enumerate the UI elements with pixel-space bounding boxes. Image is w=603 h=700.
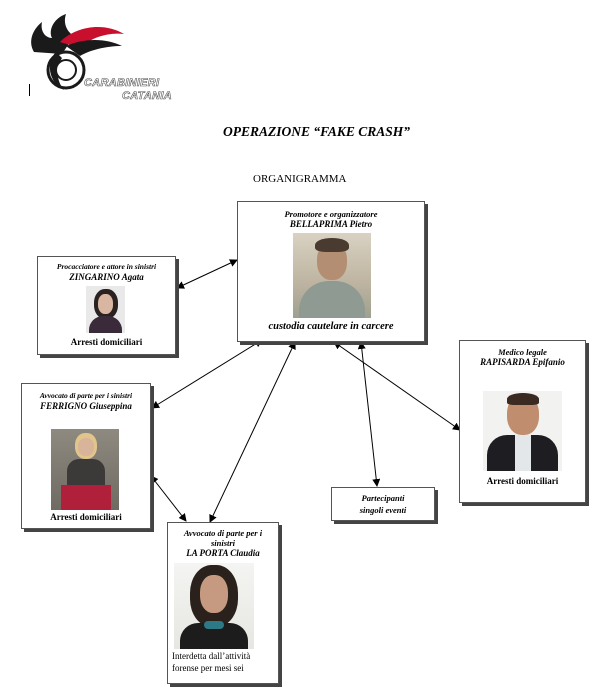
node-status: Arresti domiciliari [50,512,122,522]
photo-laporta [174,563,254,649]
node-name: FERRIGNO Giuseppina [40,401,132,411]
photo-zingarino [86,286,125,333]
node-line2: singoli eventi [359,505,407,515]
logo-divider [29,84,30,96]
node-name: RAPISARDA Epifanio [480,357,565,367]
carabinieri-logo: CARABINIERI CATANIA [26,12,172,102]
logo-text-catania: CATANIA [122,90,172,103]
arrow-bellaprima-partecipanti [357,341,381,487]
node-role: Avvocato di parte per i sinistri [39,391,133,400]
arrow-ferrigno-laporta [150,475,187,522]
node-name: BELLAPRIMA Pietro [289,219,373,229]
node-status: Arresti domiciliari [486,476,559,486]
photo-ferrigno [51,429,119,510]
logo-text-carabinieri: CARABINIERI [84,77,160,90]
node-role: Procacciatore e attore in sinistri [56,262,157,271]
photo-bellaprima [293,233,371,318]
node-bellaprima: Promotore e organizzatore BELLAPRIMA Pie… [237,201,425,342]
node-role-line1: Avvocato di parte per i [183,528,263,538]
node-zingarino: Procacciatore e attore in sinistri ZINGA… [37,256,176,355]
photo-rapisarda [483,391,562,471]
node-role: Promotore e organizzatore [284,209,378,219]
node-laporta: Avvocato di parte per i sinistri LA PORT… [167,522,279,684]
node-line1: Partecipanti [361,493,405,503]
node-status: custodia cautelare in carcere [268,321,394,332]
node-status: Arresti domiciliari [70,337,143,347]
node-rapisarda: Medico legale RAPISARDA Epifanio Arresti… [459,340,586,503]
node-role-line2: sinistri [210,538,236,548]
arrow-bellaprima-rapisarda [333,341,461,431]
node-role: Medico legale [498,347,547,357]
flame-emblem-icon [31,14,124,90]
diagram-subtitle: ORGANIGRAMMA [253,173,347,185]
arrow-bellaprima-zingarino [176,259,238,289]
page-title: OPERAZIONE “FAKE CRASH” [222,124,411,139]
node-status-line1: Interdetta dall’attività [172,651,251,661]
node-partecipanti: Partecipanti singoli eventi [331,487,435,521]
node-status-line2: forense per mesi sei [172,663,244,673]
node-name: LA PORTA Claudia [186,548,260,558]
arrow-bellaprima-laporta [209,341,296,523]
node-name: ZINGARINO Agata [69,272,144,282]
node-ferrigno: Avvocato di parte per i sinistri FERRIGN… [21,383,151,529]
